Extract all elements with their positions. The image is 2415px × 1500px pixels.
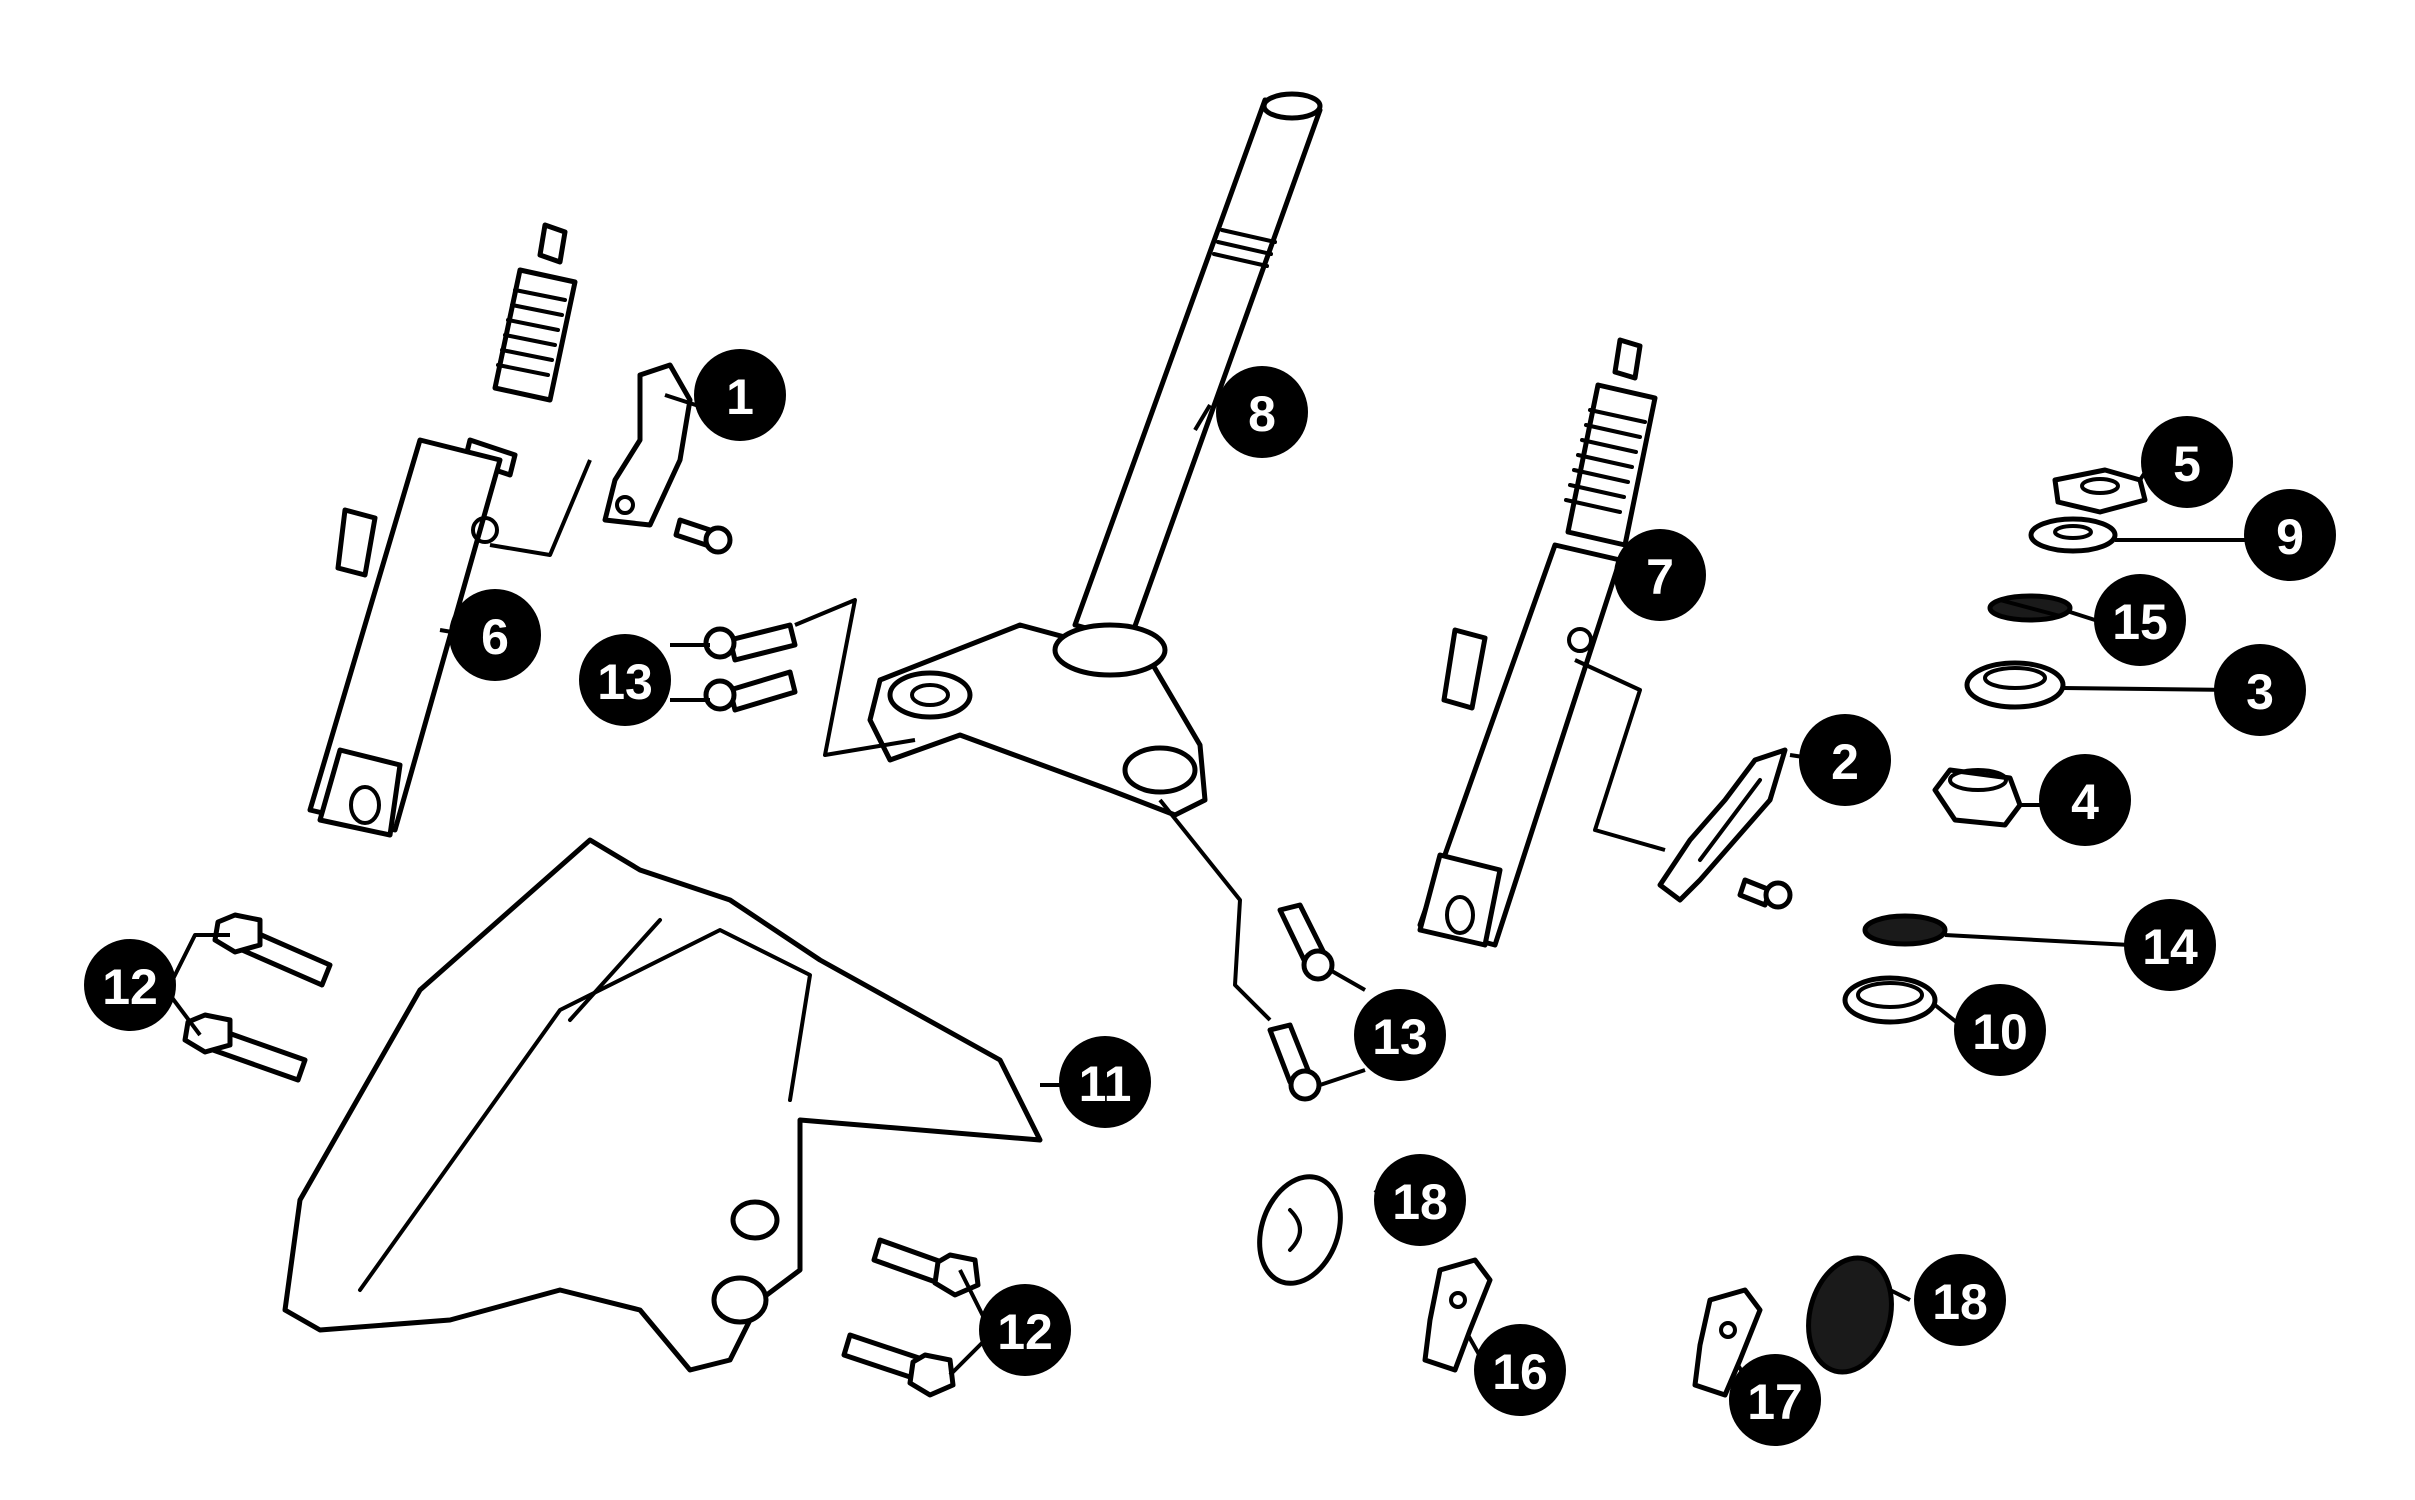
- clip-part-17: [1692, 1287, 1763, 1398]
- washer-part-9: [2028, 516, 2118, 554]
- callout-16-label: 16: [1492, 1344, 1548, 1400]
- callout-15-label: 15: [2112, 594, 2168, 650]
- callout-4: 4: [2039, 754, 2131, 846]
- callout-17-label: 17: [1747, 1374, 1803, 1430]
- callout-10: 10: [1954, 984, 2046, 1076]
- callout-1-label: 1: [726, 369, 754, 425]
- callout-12-left: 12: [84, 939, 176, 1031]
- bolt-set-12-left: [182, 912, 333, 1083]
- clip-part-16: [1422, 1257, 1493, 1373]
- cap-part-18-left: [1257, 1174, 1343, 1286]
- callout-1: 1: [694, 349, 786, 441]
- callout-5-label: 5: [2173, 436, 2201, 492]
- front-fender: [282, 837, 1043, 1373]
- bolt-set-12-right: [841, 1237, 981, 1398]
- callout-2-label: 2: [1831, 734, 1859, 790]
- callout-2: 2: [1799, 714, 1891, 806]
- callout-14-label: 14: [2142, 919, 2198, 975]
- callout-12-left-label: 12: [102, 959, 158, 1015]
- callout-14: 14: [2124, 899, 2216, 991]
- callout-10-label: 10: [1972, 1004, 2028, 1060]
- callout-13-lower: 13: [1354, 989, 1446, 1081]
- callout-8: 8: [1216, 366, 1308, 458]
- callout-9: 9: [2244, 489, 2336, 581]
- callout-3: 3: [2214, 644, 2306, 736]
- callout-13-lower-label: 13: [1372, 1009, 1428, 1065]
- ball-race-part-14: [1862, 913, 1948, 947]
- steering-stem: [867, 91, 1323, 818]
- callout-15: 15: [2094, 574, 2186, 666]
- nut-part-5: [2052, 467, 2148, 515]
- cone-part-3: [1964, 660, 2066, 710]
- callout-13-upper: 13: [579, 634, 671, 726]
- callout-12-right-label: 12: [997, 1304, 1053, 1360]
- callout-5: 5: [2141, 416, 2233, 508]
- callout-4-label: 4: [2071, 774, 2099, 830]
- callout-8-label: 8: [1248, 386, 1276, 442]
- callout-12-right: 12: [979, 1284, 1071, 1376]
- callout-11-label: 11: [1079, 1056, 1132, 1112]
- callout-7-label: 7: [1646, 549, 1674, 605]
- callout-17: 17: [1729, 1354, 1821, 1446]
- callout-9-label: 9: [2276, 509, 2304, 565]
- bracket-part-2: [1657, 747, 1793, 910]
- callout-7: 7: [1614, 529, 1706, 621]
- callout-11: 11: [1059, 1036, 1151, 1128]
- callout-16: 16: [1474, 1324, 1566, 1416]
- cup-part-10: [1842, 975, 1938, 1025]
- left-fork-tube: [307, 222, 578, 838]
- bracket-part-1: [602, 362, 733, 555]
- right-fork-tube: [1417, 337, 1658, 948]
- callout-3-label: 3: [2246, 664, 2274, 720]
- callout-6: 6: [449, 589, 541, 681]
- callout-18-left-label: 18: [1392, 1174, 1448, 1230]
- callout-18-left: 18: [1374, 1154, 1466, 1246]
- cap-part-18-right: [1806, 1255, 1894, 1375]
- callout-6-label: 6: [481, 609, 509, 665]
- cup-part-4: [1932, 767, 2023, 828]
- callout-18-right: 18: [1914, 1254, 2006, 1346]
- callout-18-right-label: 18: [1932, 1274, 1988, 1330]
- ball-race-part-15: [1987, 593, 2073, 623]
- callout-13-upper-label: 13: [597, 654, 653, 710]
- bolt-set-13-upper: [703, 622, 798, 713]
- bolt-set-13-lower: [1267, 902, 1335, 1102]
